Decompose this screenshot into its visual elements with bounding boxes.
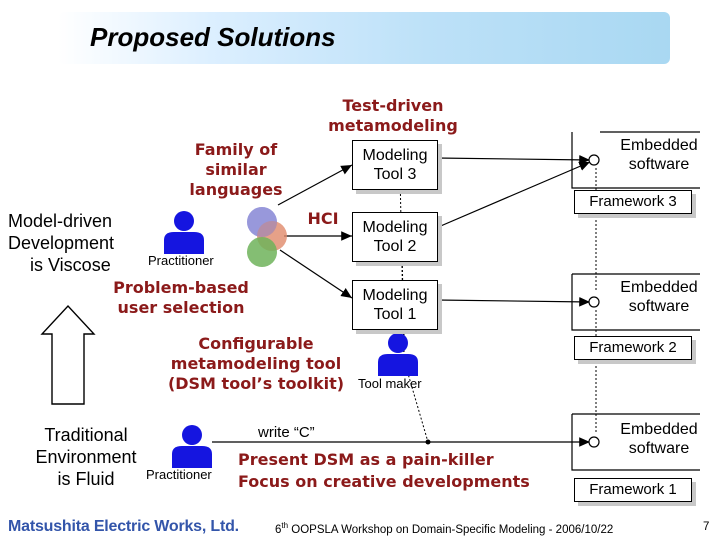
- arrow-to-tool1: [279, 249, 353, 299]
- practitioner-bottom-icon: [172, 425, 212, 468]
- title-banner: [58, 12, 670, 64]
- present-dsm-label: Present DSM as a pain-killer: [238, 450, 494, 469]
- tool3-line2: Tool 3: [373, 166, 417, 183]
- model-driven-label: Model-driven Development is Viscose: [8, 211, 115, 275]
- toolmaker-icon: [378, 333, 418, 376]
- traditional-label: Traditional Environment is Fluid: [35, 425, 137, 489]
- modeling-tool-2: Modeling Tool 2: [352, 212, 438, 262]
- framework-3: Framework 3: [574, 190, 692, 214]
- practitioner-top-icon: [164, 211, 204, 254]
- framework-2: Framework 2: [574, 336, 692, 360]
- framework-1: Framework 1: [574, 478, 692, 502]
- tool1-line1: Modeling: [362, 287, 428, 304]
- practitioner-bottom-label: Practitioner: [146, 467, 212, 482]
- tool2-line1: Modeling: [362, 219, 428, 236]
- slide-title: Proposed Solutions: [90, 22, 336, 52]
- company-logo-text: Matsushita Electric Works, Ltd.: [8, 518, 239, 535]
- up-arrow-icon: [40, 304, 96, 405]
- page-number: 7: [703, 521, 710, 533]
- focus-label: Focus on creative developments: [238, 472, 530, 491]
- write-c-label: write “C”: [258, 424, 315, 441]
- toolmaker-label: Tool maker: [358, 376, 422, 391]
- arrow-to-tool3: [277, 164, 353, 206]
- modeling-tool-3: Modeling Tool 3: [352, 140, 438, 190]
- arrow-tool2-emb3: [435, 161, 591, 229]
- practitioner-top-label: Practitioner: [148, 253, 214, 268]
- circle-green: [247, 237, 277, 267]
- hci-label: HCI: [307, 209, 339, 228]
- tool3-line1: Modeling: [362, 147, 428, 164]
- workshop-footer: 6th OOPSLA Workshop on Domain-Specific M…: [275, 521, 614, 536]
- tool2-line2: Tool 2: [373, 238, 417, 255]
- arrow-tool1-emb2: [435, 297, 591, 307]
- arrow-tool3-emb3: [435, 155, 591, 165]
- tool1-line2: Tool 1: [373, 306, 417, 323]
- dotted-toolmaker-tool2: [401, 243, 405, 361]
- modeling-tool-1: Modeling Tool 1: [352, 280, 438, 330]
